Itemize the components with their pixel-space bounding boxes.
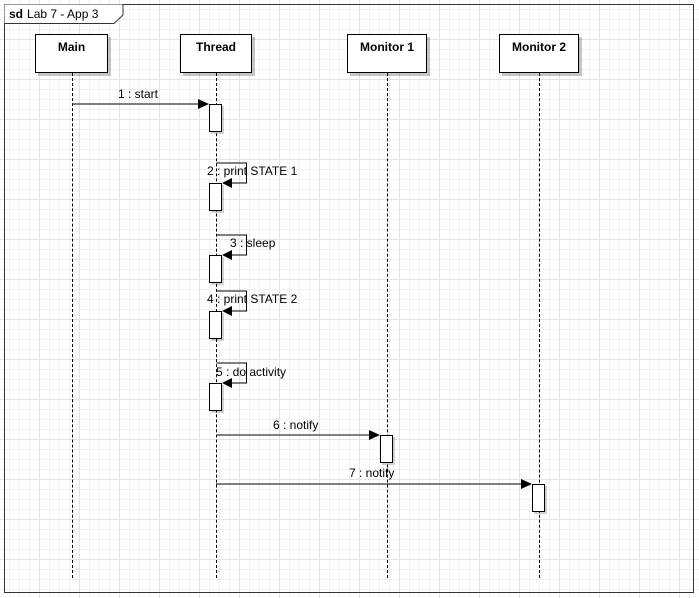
lifeline-head-main[interactable]: Main <box>35 34 108 73</box>
activation-bar-print-state-1[interactable] <box>209 183 222 211</box>
activation-bar-sleep[interactable] <box>209 255 222 283</box>
message-label-notify-monitor-1[interactable]: 6 : notify <box>273 418 319 432</box>
lifeline-monitor-2 <box>539 73 540 578</box>
activation-bar-print-state-2[interactable] <box>209 311 222 339</box>
arrowhead-print-state-1 <box>222 178 232 188</box>
frame-keyword: sd <box>9 7 24 21</box>
arrowhead-sleep <box>222 250 232 260</box>
message-label-start[interactable]: 1 : start <box>118 87 159 101</box>
message-label-sleep[interactable]: 3 : sleep <box>230 236 276 250</box>
message-arrow-sleep <box>216 234 247 256</box>
activation-bar-notify-monitor-2[interactable] <box>532 484 545 512</box>
activation-bar-notify-monitor-1[interactable] <box>380 435 393 463</box>
sequence-diagram-frame <box>4 4 694 593</box>
arrowhead-do-activity <box>222 378 232 388</box>
message-label-print-state-1[interactable]: 2 : print STATE 1 <box>207 164 298 178</box>
message-arrow-print-state-2 <box>216 290 247 312</box>
lifeline-main <box>72 73 73 578</box>
frame-tab-shape <box>4 4 124 24</box>
activation-bar-start[interactable] <box>209 104 222 132</box>
frame-name: Lab 7 - App 3 <box>27 7 99 21</box>
message-label-print-state-2[interactable]: 4 : print STATE 2 <box>207 292 298 306</box>
arrowhead-notify-monitor-1 <box>369 430 380 440</box>
message-arrow-print-state-1 <box>216 162 247 184</box>
message-arrow-do-activity <box>216 362 247 384</box>
message-label-do-activity[interactable]: 5 : do activity <box>216 365 287 379</box>
lifeline-monitor-1 <box>387 73 388 578</box>
arrowhead-print-state-2 <box>222 306 232 316</box>
arrowhead-start <box>198 99 209 109</box>
lifeline-head-monitor-1[interactable]: Monitor 1 <box>347 34 427 73</box>
arrowhead-notify-monitor-2 <box>521 479 532 489</box>
activation-bar-do-activity[interactable] <box>209 383 222 411</box>
message-label-notify-monitor-2[interactable]: 7 : notify <box>349 466 395 480</box>
lifeline-head-thread[interactable]: Thread <box>180 34 252 73</box>
lifeline-head-monitor-2[interactable]: Monitor 2 <box>499 34 579 73</box>
